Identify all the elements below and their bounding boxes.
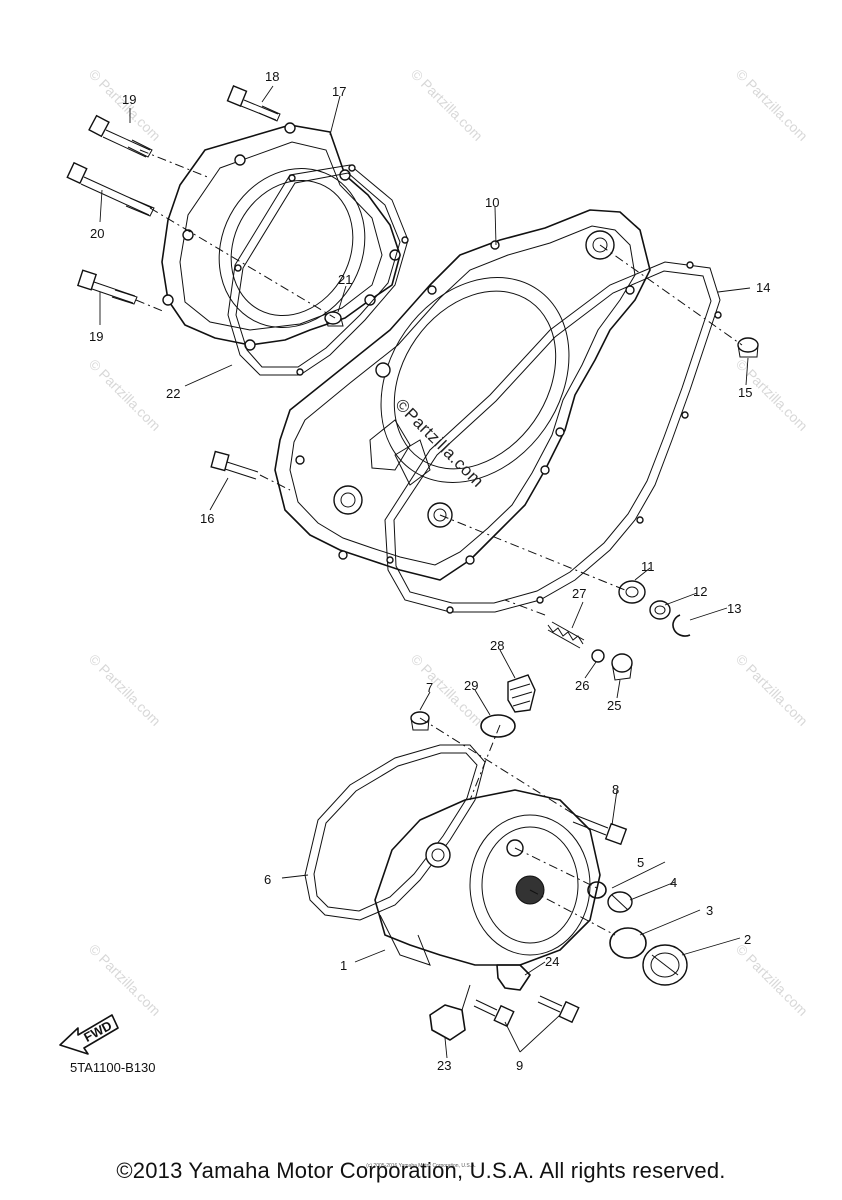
spring-27[interactable] bbox=[547, 621, 585, 649]
callout-21: 21 bbox=[338, 272, 352, 287]
callout-7: 7 bbox=[426, 680, 433, 695]
washer-12[interactable] bbox=[649, 600, 671, 620]
callout-17: 17 bbox=[332, 84, 346, 99]
callout-15: 15 bbox=[738, 385, 752, 400]
gasket-22[interactable] bbox=[227, 164, 409, 376]
crankcase-cover-lower[interactable] bbox=[374, 789, 601, 966]
plug-28[interactable] bbox=[507, 674, 536, 713]
callout-3: 3 bbox=[706, 903, 713, 918]
o-ring-3[interactable] bbox=[609, 927, 647, 959]
callout-9: 9 bbox=[516, 1058, 523, 1073]
callout-23: 23 bbox=[437, 1058, 451, 1073]
plunger-25[interactable] bbox=[611, 653, 633, 681]
watermark: © Partzilla.com bbox=[408, 66, 486, 144]
clamp-23[interactable] bbox=[429, 984, 471, 1041]
callout-22: 22 bbox=[166, 386, 180, 401]
fwd-label: FWD bbox=[81, 1018, 114, 1045]
callout-5: 5 bbox=[637, 855, 644, 870]
callout-28: 28 bbox=[490, 638, 504, 653]
bolt-16[interactable] bbox=[210, 450, 259, 480]
dowel-15[interactable] bbox=[737, 337, 759, 358]
watermark: © Partzilla.com bbox=[733, 941, 811, 1019]
callout-24: 24 bbox=[545, 954, 559, 969]
callout-26: 26 bbox=[575, 678, 589, 693]
o-ring-29[interactable] bbox=[480, 714, 516, 738]
leader-lines bbox=[99, 85, 751, 1059]
callout-18: 18 bbox=[265, 69, 279, 84]
diagram-code: 5TA1100-B130 bbox=[70, 1060, 156, 1075]
dowel-21[interactable] bbox=[324, 311, 344, 327]
dowel-7[interactable] bbox=[410, 711, 430, 731]
watermark: © Partzilla.com bbox=[86, 941, 164, 1019]
watermark: © Partzilla.com bbox=[733, 66, 811, 144]
clamp-24[interactable] bbox=[496, 964, 531, 991]
alignment-lines bbox=[135, 149, 743, 936]
clutch-cover[interactable] bbox=[161, 122, 401, 353]
copyright-footer: ©2013 Yamaha Motor Corporation, U.S.A. A… bbox=[116, 1158, 726, 1183]
plug-2[interactable] bbox=[642, 944, 688, 986]
bolt-20[interactable] bbox=[66, 161, 155, 217]
watermark: © Partzilla.com bbox=[86, 356, 164, 434]
plug-4[interactable] bbox=[607, 891, 633, 913]
gasket-6[interactable] bbox=[304, 744, 486, 921]
callout-6: 6 bbox=[264, 872, 271, 887]
callout-12: 12 bbox=[693, 584, 707, 599]
callout-14: 14 bbox=[756, 280, 770, 295]
callout-1: 1 bbox=[340, 958, 347, 973]
bolt-18[interactable] bbox=[226, 85, 281, 122]
ball-26[interactable] bbox=[591, 649, 605, 663]
callout-27: 27 bbox=[572, 586, 586, 601]
bolt-19-top[interactable] bbox=[88, 114, 153, 158]
callout-8: 8 bbox=[612, 782, 619, 797]
watermark: © Partzilla.com bbox=[86, 651, 164, 729]
callout-25: 25 bbox=[607, 698, 621, 713]
callout-11: 11 bbox=[641, 559, 655, 574]
bolt-9[interactable] bbox=[473, 995, 580, 1028]
bolt-19-bottom[interactable] bbox=[76, 269, 138, 305]
callout-29: 29 bbox=[464, 678, 478, 693]
bearing-11[interactable] bbox=[618, 580, 646, 604]
callout-10: 10 bbox=[485, 195, 499, 210]
small-copyright: (c) 2005-2016 Yamaha Motor Corporation, … bbox=[366, 1163, 476, 1169]
watermark: © Partzilla.com bbox=[733, 651, 811, 729]
callout-19b: 19 bbox=[89, 329, 103, 344]
callout-2: 2 bbox=[744, 932, 751, 947]
fwd-arrow-icon: FWD bbox=[59, 1014, 119, 1055]
callout-16: 16 bbox=[200, 511, 214, 526]
watermark-grid: © Partzilla.com © Partzilla.com © Partzi… bbox=[86, 66, 811, 1019]
callout-13: 13 bbox=[727, 601, 741, 616]
bolt-8[interactable] bbox=[572, 814, 628, 846]
callouts: 1 2 3 4 5 6 7 8 9 10 11 12 13 14 15 16 1… bbox=[89, 69, 770, 1073]
callout-20: 20 bbox=[90, 226, 104, 241]
circlip-13[interactable] bbox=[672, 614, 691, 637]
gasket-14[interactable] bbox=[384, 261, 722, 614]
o-ring-5[interactable] bbox=[587, 881, 607, 899]
callout-19a: 19 bbox=[122, 92, 136, 107]
callout-4: 4 bbox=[670, 875, 677, 890]
